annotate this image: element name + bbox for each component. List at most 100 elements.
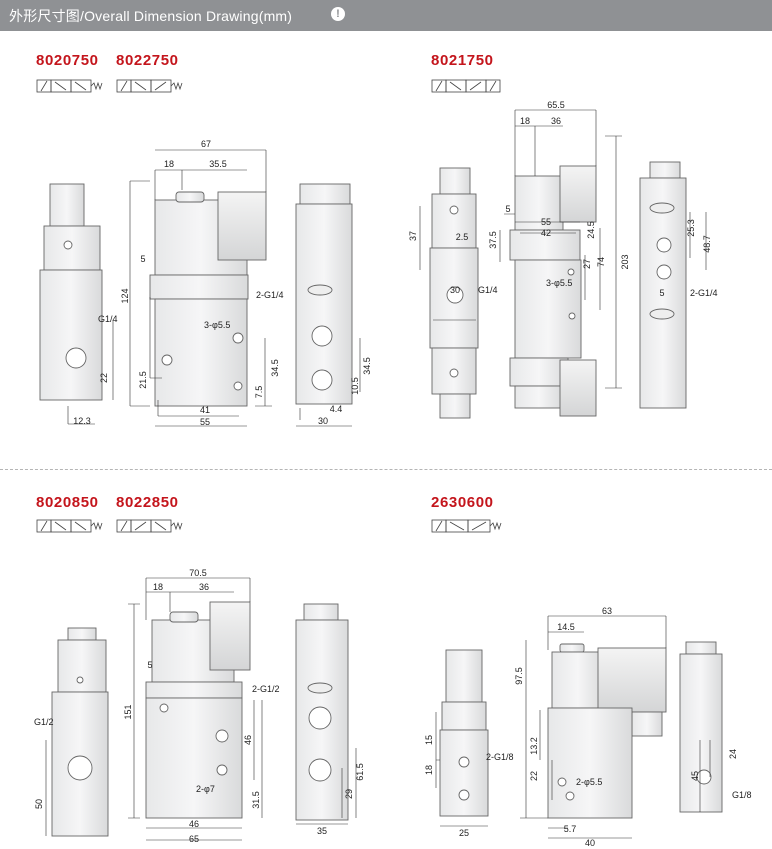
dim-label: 30	[450, 285, 460, 295]
dim-label: 2.5	[456, 232, 469, 242]
dim-label: 14.5	[557, 622, 575, 632]
section-divider	[0, 469, 772, 470]
dim-label: 15	[424, 735, 434, 745]
dimension-labels: 70.5 18 36 151 5 2-G1/2 G1/2 46 31.5 2-φ…	[34, 568, 365, 844]
valve-side-view	[429, 167, 479, 419]
valve-symbol-icon	[116, 519, 183, 533]
model-label: 8021750	[431, 52, 494, 69]
dim-label: 41	[200, 405, 210, 415]
dim-label: 29	[344, 789, 354, 799]
dim-label: 2-G1/4	[256, 290, 284, 300]
dim-label: 2-G1/2	[252, 684, 280, 694]
dim-label: 40	[585, 838, 595, 848]
dim-label: 48.7	[702, 235, 712, 253]
dim-label: 42	[541, 228, 551, 238]
dim-label: 5	[140, 254, 145, 264]
dim-label: 50	[34, 799, 44, 809]
dim-label: 65	[189, 834, 199, 844]
dim-label: 21.5	[138, 371, 148, 389]
dim-label: 151	[123, 704, 133, 719]
dim-label: 37	[408, 231, 418, 241]
dim-label: 5	[505, 204, 510, 214]
model-label: 8022850	[116, 494, 179, 511]
valve-end-view	[639, 161, 687, 409]
valve-side-view	[439, 649, 489, 817]
dim-label: 2-G1/8	[486, 752, 514, 762]
dim-label: 12.3	[73, 416, 91, 426]
dim-label: 97.5	[514, 667, 524, 685]
dim-label: 45	[690, 771, 700, 781]
dimension-labels: 65.5 18 36 5 37 2.5 30 G1/4 55 42 37.5 2…	[408, 100, 718, 298]
valve-symbol-icon	[431, 79, 501, 93]
valve-front-view	[509, 165, 597, 417]
dim-label: 4.4	[330, 404, 343, 414]
model-label: 2630600	[431, 494, 494, 511]
dim-label: 24.5	[586, 221, 596, 239]
dimension-labels: 67 18 35.5 124 5 2-G1/4 3-φ5.5 21.5 34.5…	[73, 139, 372, 427]
dim-label: 124	[120, 288, 130, 303]
model-label: 8020850	[36, 494, 99, 511]
dim-label: 37.5	[488, 231, 498, 249]
valve-symbol-icon	[116, 79, 183, 93]
valve-end-view	[295, 183, 353, 405]
dim-label: 55	[200, 417, 210, 427]
dim-label: 2-φ5.5	[576, 777, 602, 787]
dim-label: 36	[551, 116, 561, 126]
dim-label: 25	[459, 828, 469, 838]
dim-label: G1/8	[732, 790, 752, 800]
dim-label: 25.3	[686, 219, 696, 237]
valve-side-view	[39, 183, 103, 401]
dim-label: 30	[318, 416, 328, 426]
dim-label: 27	[582, 259, 592, 269]
dim-label: 22	[529, 771, 539, 781]
dim-label: 5.7	[564, 824, 577, 834]
dim-label: 18	[424, 765, 434, 775]
dim-label: 46	[243, 735, 253, 745]
dim-label: 55	[541, 217, 551, 227]
dim-label: 2-G1/4	[690, 288, 718, 298]
dim-label: 61.5	[355, 763, 365, 781]
dim-label: G1/4	[98, 314, 118, 324]
header-bar: 外形尺寸图/Overall Dimension Drawing(mm) !	[0, 0, 772, 31]
valve-front-view	[547, 643, 667, 819]
dim-label: 70.5	[189, 568, 207, 578]
dim-label: 35.5	[209, 159, 227, 169]
dim-label: 2-φ7	[196, 784, 215, 794]
dim-label: 35	[317, 826, 327, 836]
valve-front-view	[145, 601, 251, 819]
dim-label: G1/2	[34, 717, 54, 727]
dim-label: 203	[620, 254, 630, 269]
dim-label: 5	[147, 660, 152, 670]
valve-front-view	[149, 191, 267, 407]
dim-label: 18	[164, 159, 174, 169]
dim-label: 13.2	[529, 737, 539, 755]
valve-symbol-icon	[36, 79, 103, 93]
dim-label: G1/4	[478, 285, 498, 295]
dim-label: 63	[602, 606, 612, 616]
dim-label: 5	[659, 288, 664, 298]
dim-label: 3-φ5.5	[204, 320, 230, 330]
dimension-labels: 63 14.5 97.5 15 18 13.2 22 2-G1/8 2-φ5.5…	[424, 606, 752, 848]
dim-label: 22	[99, 373, 109, 383]
model-label: 8022750	[116, 52, 179, 69]
dim-label: 34.5	[362, 357, 372, 375]
model-label: 8020750	[36, 52, 99, 69]
dim-label: 31.5	[251, 791, 261, 809]
dim-label: 65.5	[547, 100, 565, 110]
dim-label: 10.5	[350, 377, 360, 395]
dim-label: 3-φ5.5	[546, 278, 572, 288]
dim-label: 18	[520, 116, 530, 126]
valve-end-view	[679, 641, 723, 813]
dim-label: 36	[199, 582, 209, 592]
dimension-lines	[67, 149, 361, 427]
page-title: 外形尺寸图/Overall Dimension Drawing(mm)	[9, 8, 293, 24]
valve-symbol-icon	[431, 519, 502, 533]
dimension-lines	[435, 615, 711, 839]
dimension-lines	[419, 109, 707, 389]
dimension-lines	[45, 577, 357, 841]
valve-end-view	[295, 603, 349, 821]
info-icon[interactable]: !	[331, 7, 345, 21]
valve-symbol-icon	[36, 519, 103, 533]
dim-label: 18	[153, 582, 163, 592]
dim-label: 74	[596, 257, 606, 267]
